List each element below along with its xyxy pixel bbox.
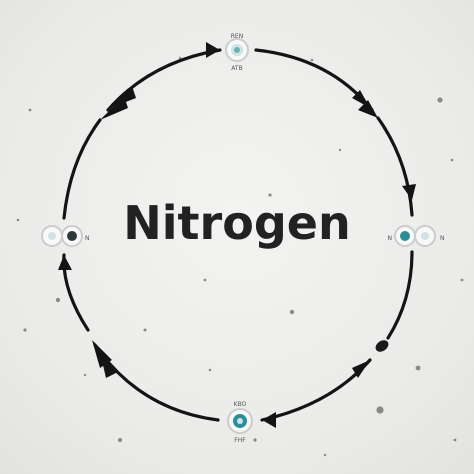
arrowhead-right-upper-2 bbox=[402, 184, 416, 200]
arc-right-to-bottom bbox=[386, 250, 414, 340]
arrowhead-bottom-right bbox=[262, 360, 370, 428]
node-right-label-right: N bbox=[440, 235, 445, 242]
arc-top-to-right bbox=[254, 48, 414, 217]
node-bottom: KBO FHF bbox=[227, 401, 253, 444]
arrowhead-left-lower bbox=[58, 255, 72, 270]
arrowhead-bottom-left bbox=[92, 340, 118, 378]
arrowhead-left-upper bbox=[100, 86, 136, 120]
droplet-marker bbox=[375, 340, 389, 352]
node-bottom-label-top: KBO bbox=[234, 401, 247, 408]
node-top-label-bottom: ATB bbox=[231, 65, 242, 72]
node-left: N bbox=[41, 225, 90, 247]
node-right: N N bbox=[388, 225, 445, 247]
arrowhead-top-right-1 bbox=[352, 90, 378, 118]
node-bottom-label-bottom: FHF bbox=[234, 437, 246, 444]
arc-left-to-top bbox=[62, 48, 222, 220]
node-top: REN ATB bbox=[225, 33, 249, 72]
arrowhead-top-left bbox=[206, 42, 220, 58]
node-top-label-top: REN bbox=[231, 33, 243, 40]
arc-bottom-to-left bbox=[62, 253, 220, 422]
diagram-title: Nitrogen bbox=[123, 196, 351, 250]
node-left-label-right: N bbox=[85, 235, 90, 242]
background-speckles bbox=[16, 56, 464, 457]
node-right-label-left: N bbox=[388, 235, 393, 242]
